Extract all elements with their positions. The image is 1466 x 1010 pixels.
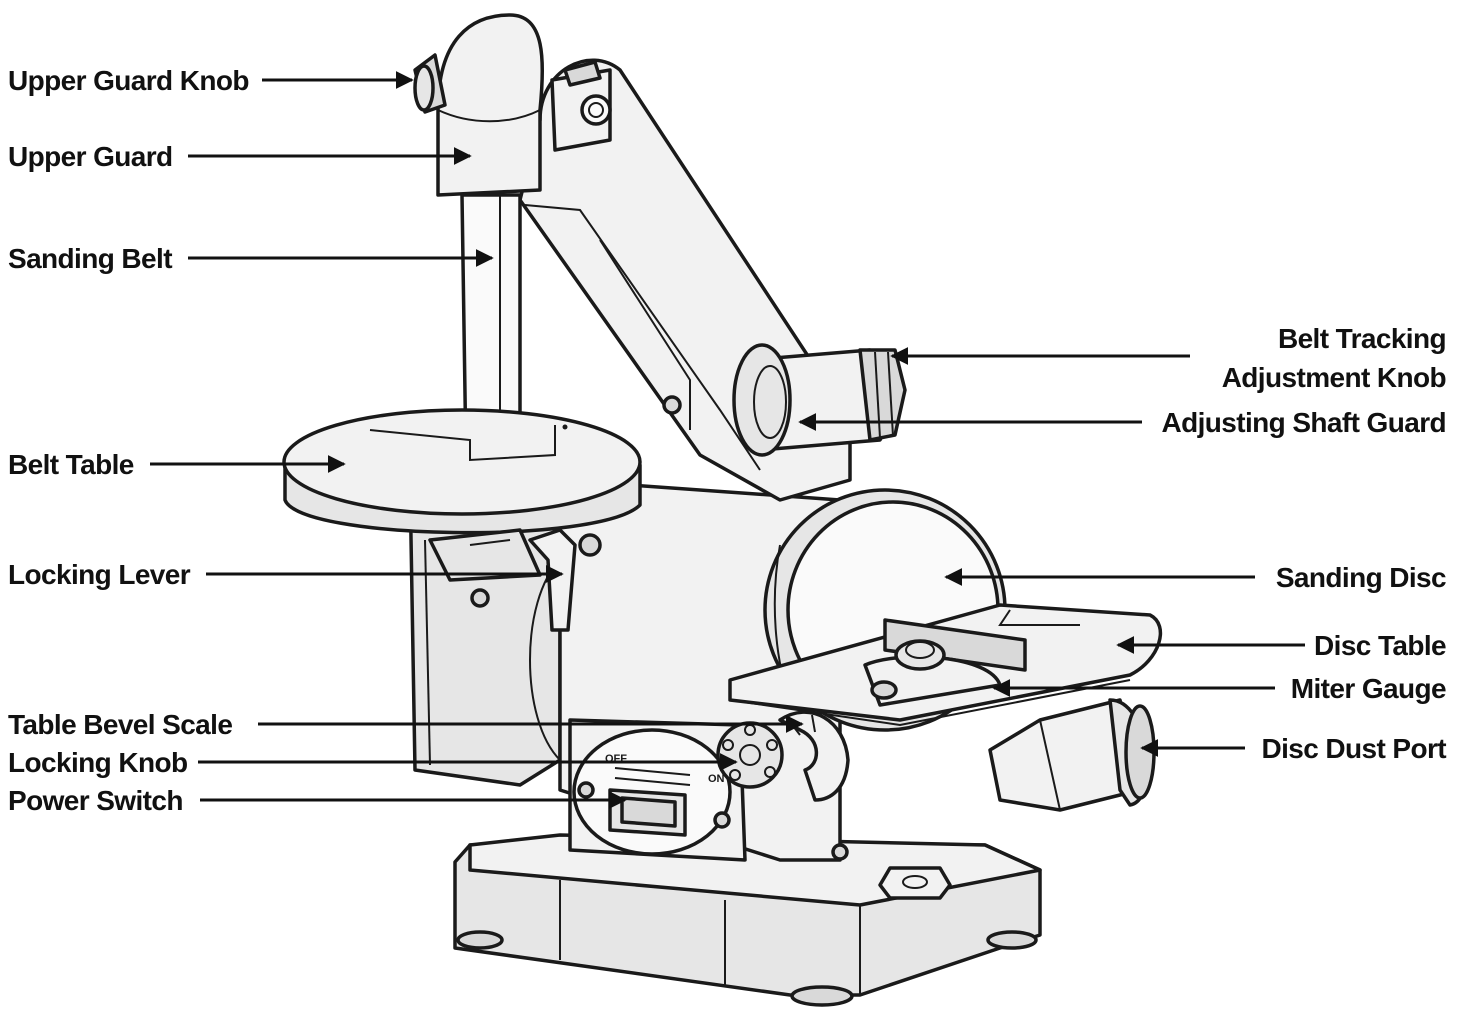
leader-lines [150, 71, 1305, 809]
power-switch [608, 788, 687, 837]
locking-knob [716, 721, 784, 789]
label-locking-lever: Locking Lever [8, 559, 191, 590]
label-belt-table: Belt Table [8, 449, 134, 480]
label-disc-table: Disc Table [1314, 630, 1446, 661]
adjusting-shaft-guard [732, 343, 907, 457]
label-belt-tracking-line2: Adjustment Knob [1222, 362, 1446, 393]
label-adjusting-shaft-guard: Adjusting Shaft Guard [1161, 407, 1446, 438]
miter-gauge [863, 618, 1027, 707]
label-power-switch: Power Switch [8, 785, 183, 816]
label-table-bevel-scale: Table Bevel Scale [8, 709, 232, 740]
part-labels: Upper Guard Knob Upper Guard Sanding Bel… [8, 65, 1447, 816]
label-miter-gauge: Miter Gauge [1291, 673, 1446, 704]
label-disc-dust-port: Disc Dust Port [1261, 733, 1446, 764]
label-locking-knob: Locking Knob [8, 747, 187, 778]
label-sanding-belt: Sanding Belt [8, 243, 172, 274]
upper-guard [413, 13, 545, 197]
label-upper-guard-knob: Upper Guard Knob [8, 65, 249, 96]
disc-dust-port [988, 698, 1156, 812]
sander-illustration: OFF ON [282, 13, 1162, 1007]
switch-panel: OFF ON [568, 718, 747, 862]
switch-on-text: ON [708, 773, 725, 785]
base [453, 833, 1042, 1007]
label-upper-guard: Upper Guard [8, 141, 173, 172]
label-sanding-disc: Sanding Disc [1276, 562, 1446, 593]
label-belt-tracking-line1: Belt Tracking [1278, 323, 1446, 354]
belt-table [282, 408, 642, 535]
